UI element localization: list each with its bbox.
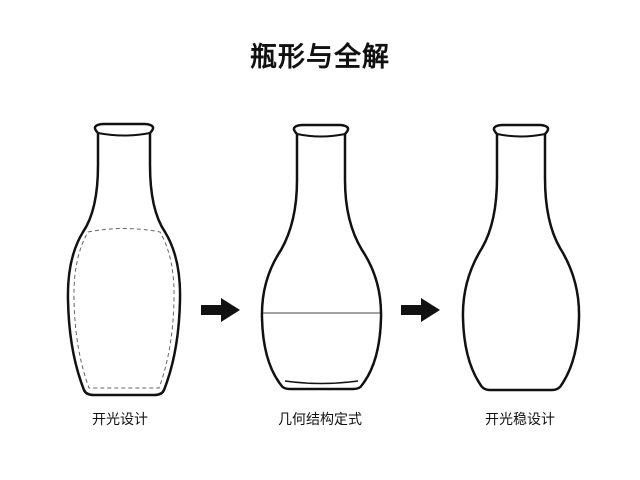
vase-2-caption: 几何结构定式 bbox=[278, 412, 362, 428]
vase-1-body-outline bbox=[66, 122, 182, 397]
vase-1-dashed-panel bbox=[73, 228, 175, 389]
vase-2-geometric-structure bbox=[260, 123, 383, 391]
vase-3-caption: 开光稳设计 bbox=[485, 412, 555, 428]
vase-2-body-outline bbox=[260, 123, 383, 391]
vase-3-body-outline bbox=[461, 123, 581, 392]
vase-1-caption: 开光设计 bbox=[92, 412, 148, 428]
vase-1-neck-rim bbox=[97, 132, 151, 137]
vase-2-neck-rim bbox=[296, 133, 346, 138]
vase-3-neck-rim bbox=[496, 133, 546, 138]
right-arrow-icon bbox=[401, 298, 440, 322]
vase-3-stable-design bbox=[461, 123, 581, 392]
vase-1-open-panel bbox=[66, 122, 182, 397]
page-title: 瓶形与全解 bbox=[250, 42, 390, 73]
vase-2-foot-ring bbox=[284, 380, 359, 385]
right-arrow-icon bbox=[201, 298, 240, 322]
